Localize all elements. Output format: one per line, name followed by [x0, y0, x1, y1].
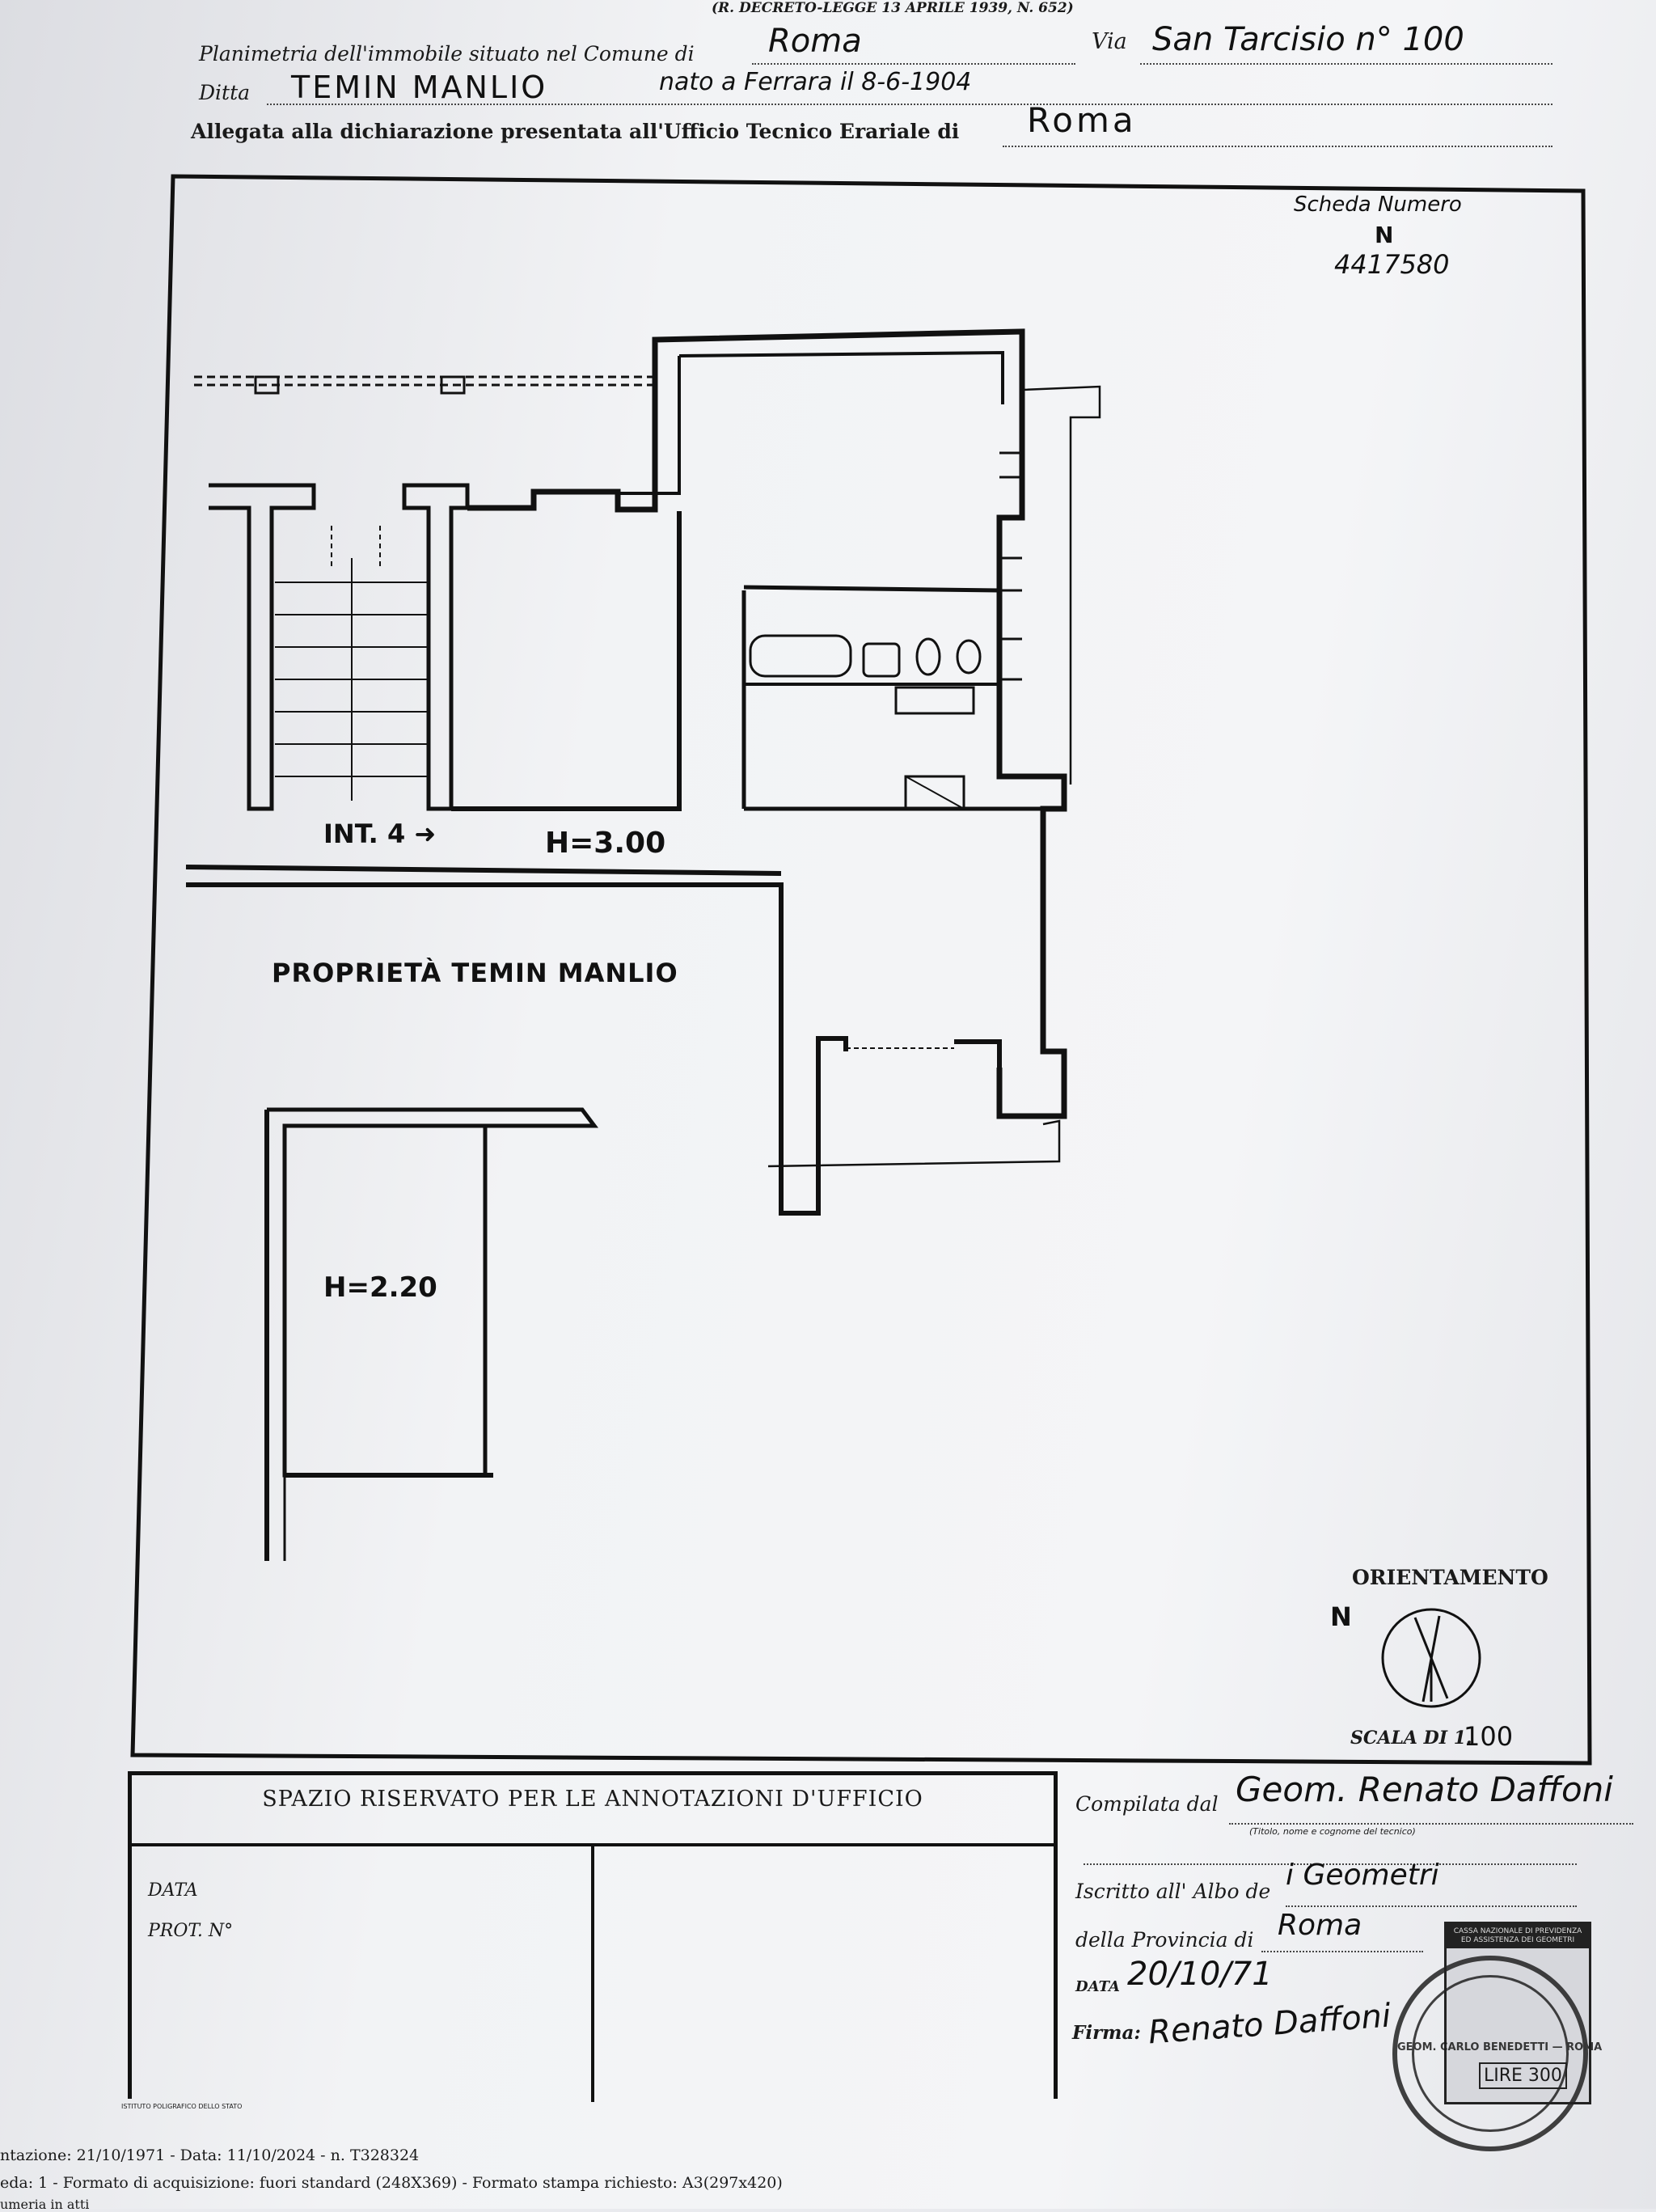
planimetria-label: Planimetria dell'immobile situato nel Co…	[199, 42, 695, 66]
seal-stamp: GEOM. CARLO BENEDETTI — ROMA	[1392, 1956, 1603, 2151]
birth-value: nato a Ferrara il 8-6-1904	[659, 68, 972, 96]
seal-text: GEOM. CARLO BENEDETTI — ROMA	[1397, 2041, 1603, 2053]
scheda-letter: N	[1375, 222, 1394, 248]
compilation-date-label: DATA	[1075, 1978, 1120, 1995]
footer-line-3: umeria in atti	[0, 2197, 90, 2212]
allegata-label: Allegata alla dichiarazione presentata a…	[191, 120, 960, 143]
cellar-height-label: H=2.20	[323, 1271, 437, 1304]
ufficio-value: Roma	[1027, 100, 1137, 140]
via-label: Via	[1092, 29, 1127, 54]
north-letter: N	[1330, 1601, 1352, 1632]
arrow-right-icon: ➜	[405, 818, 437, 849]
printer-credit: ISTITUTO POLIGRAFICO DELLO STATO	[121, 2103, 243, 2110]
compilata-hint: (Titolo, nome e cognome del tecnico)	[1249, 1826, 1416, 1837]
property-label: PROPRIETÀ TEMIN MANLIO	[272, 958, 678, 988]
orientation-title: ORIENTAMENTO	[1352, 1566, 1548, 1589]
scheda-title: Scheda Numero	[1294, 192, 1462, 217]
firma-label: Firma:	[1072, 2022, 1141, 2044]
ditta-value: TEMIN MANLIO	[291, 70, 548, 105]
main-height-label: H=3.00	[545, 827, 666, 860]
footer-line-1: ntazione: 21/10/1971 - Data: 11/10/2024 …	[0, 2146, 420, 2164]
ufficio-dotted-line	[1003, 146, 1552, 147]
compilata-dotted-line	[1229, 1823, 1633, 1825]
provincia-dotted-line	[1261, 1951, 1423, 1952]
scheda-number: 4417580	[1334, 249, 1450, 280]
stamp-header: CASSA NAZIONALE DI PREVIDENZA ED ASSISTE…	[1447, 1924, 1589, 1948]
office-box: SPAZIO RISERVATO PER LE ANNOTAZIONI D'UF…	[128, 1771, 1058, 2102]
via-value: San Tarcisio n° 100	[1152, 21, 1464, 58]
footer-line-2: eda: 1 - Formato di acquisizione: fuori …	[0, 2174, 783, 2192]
via-dotted-line	[1140, 63, 1552, 65]
interior-label: INT. 4 ➜	[323, 818, 437, 849]
compilata-value: Geom. Renato Daffoni	[1236, 1770, 1613, 1809]
office-title: SPAZIO RISERVATO PER LE ANNOTAZIONI D'UF…	[262, 1787, 923, 1812]
compilation-date-value: 20/10/71	[1127, 1956, 1273, 1993]
comune-value: Roma	[768, 23, 862, 60]
ditta-dotted-line	[267, 104, 1552, 105]
provincia-label: della Provincia di	[1075, 1928, 1254, 1952]
iscritto-dotted-line	[1286, 1905, 1577, 1907]
decree-reference: (R. DECRETO-LEGGE 13 APRILE 1939, N. 652…	[712, 0, 1074, 16]
office-prot-label: PROT. N°	[148, 1921, 234, 1941]
office-data-label: DATA	[148, 1880, 198, 1901]
compass-rose-icon	[1381, 1608, 1481, 1708]
comune-dotted-line	[752, 63, 1075, 65]
scale-value: 100	[1464, 1721, 1514, 1752]
compilata-label: Compilata dal	[1075, 1792, 1219, 1816]
office-column-divider	[591, 1843, 594, 2102]
iscritto-label: Iscritto all' Albo de	[1075, 1880, 1271, 1903]
iscritto-value: i Geometri	[1286, 1859, 1439, 1892]
seal-inner-ring	[1412, 1975, 1569, 2132]
drawing-frame	[130, 174, 1592, 1766]
provincia-value: Roma	[1278, 1909, 1362, 1942]
scale-label: SCALA DI 1.	[1350, 1728, 1472, 1749]
blank-dotted-line	[1084, 1863, 1577, 1865]
ditta-label: Ditta	[199, 81, 251, 104]
